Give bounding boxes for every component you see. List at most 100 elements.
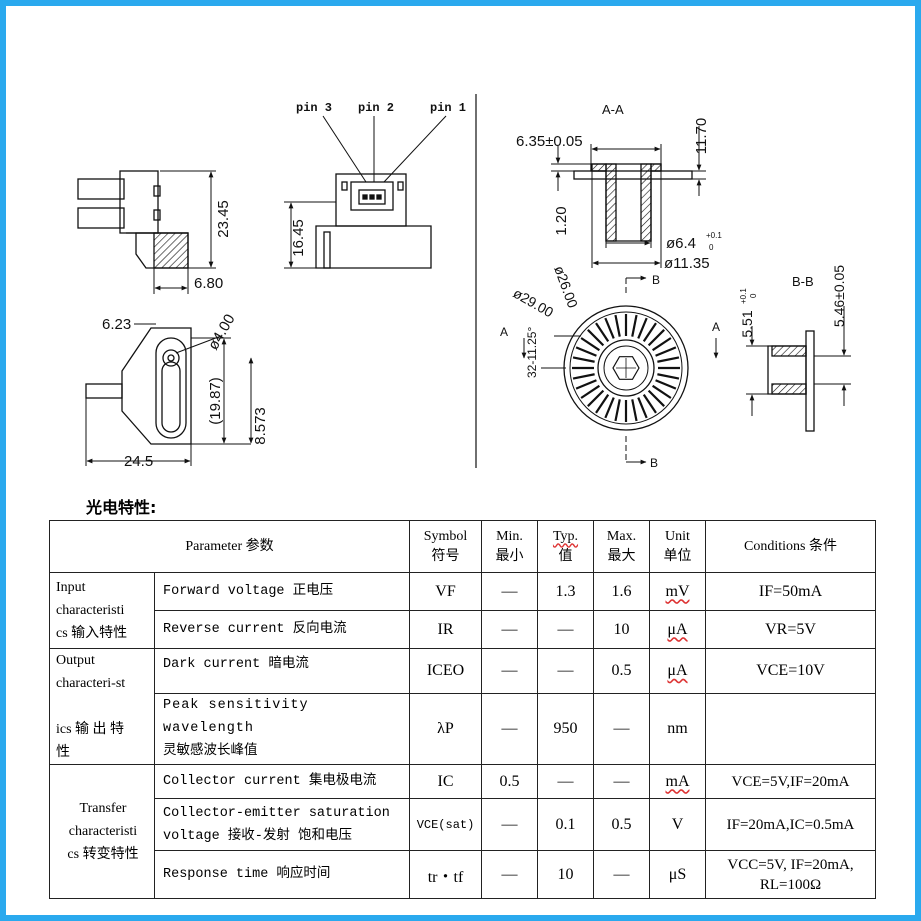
section-aa-dims: [551, 126, 706, 268]
encoder-slot: [572, 356, 595, 363]
section-bb-dims: [746, 306, 851, 416]
typ-cell: 0.1: [537, 798, 594, 851]
symbol-cell: tr・tf: [409, 850, 482, 899]
arrow-a-right: A: [712, 320, 720, 334]
table-row: Reverse current 反向电流 IR — — 10 μA VR=5V: [50, 610, 876, 649]
dim-5-46: 5.46±0.05: [831, 265, 847, 327]
min-cell: 0.5: [481, 764, 538, 799]
encoder-slot: [572, 373, 595, 380]
dim-tol-plus-bb: +0.1: [739, 288, 748, 304]
arrow-a-left: A: [500, 325, 508, 339]
dim-phi-4-00: ø4.00: [205, 311, 239, 353]
min-cell: —: [481, 610, 538, 649]
top-view: [85, 327, 192, 445]
dim-phi-6-4: ø6.4: [666, 235, 696, 252]
typ-cell: —: [537, 648, 594, 694]
encoder-slot: [580, 384, 601, 399]
typ-cell: 10: [537, 850, 594, 899]
dim-phi-29-00: ø29.00: [511, 285, 557, 321]
encoder-slot: [604, 317, 615, 339]
dim-tol-zero: 0: [709, 243, 714, 252]
typ-cell: —: [537, 764, 594, 799]
dim-23-45: 23.45: [215, 200, 232, 238]
encoder-slot: [657, 356, 680, 363]
pin-leaders: [322, 115, 447, 183]
dim-32-11-25: 32-11.25°: [525, 327, 539, 378]
param-cell: Dark current 暗电流: [154, 648, 410, 694]
symbol-cell: IR: [409, 610, 482, 649]
pin-3-label: pin 3: [296, 101, 332, 115]
mechanical-drawing: 23.45 6.80 pin 3 pin 2 pin 1 16.45: [77, 94, 851, 470]
cond-cell: VCE=10V: [705, 648, 876, 694]
dim-phi-11-35: ø11.35: [664, 255, 710, 272]
side-view: [77, 170, 189, 269]
unit-cell: mV: [649, 572, 706, 611]
unit-cell: nm: [649, 692, 706, 766]
symbol-cell: ICEO: [409, 648, 482, 694]
max-cell: —: [593, 692, 650, 766]
encoder-slot: [604, 397, 615, 419]
section-bb-view: [767, 330, 815, 432]
param-cell: Reverse current 反向电流: [154, 610, 410, 649]
dim-24-5: 24.5: [124, 453, 153, 470]
typ-cell: 950: [537, 692, 594, 766]
min-cell: —: [481, 648, 538, 694]
encoder-slot: [580, 337, 601, 352]
encoder-slot: [614, 314, 621, 337]
typ-cell: 1.3: [537, 572, 594, 611]
encoder-slot: [587, 329, 605, 347]
encoder-slot: [642, 322, 657, 343]
unit-cell: μA: [649, 610, 706, 649]
encoder-slot: [651, 384, 672, 399]
header-conditions: Conditions 条件: [705, 520, 876, 573]
side-view-dims: [153, 170, 216, 294]
cond-cell: VCE=5V,IF=20mA: [705, 764, 876, 799]
encoder-slot: [631, 314, 638, 337]
section-aa-label: A-A: [602, 102, 624, 117]
max-cell: —: [593, 850, 650, 899]
encoder-slot: [647, 389, 665, 407]
encoder-slot: [657, 373, 680, 380]
encoder-slot: [637, 317, 648, 339]
max-cell: 0.5: [593, 798, 650, 851]
dim-1-20: 1.20: [553, 206, 570, 235]
header-typ: Typ.值: [537, 520, 594, 573]
arrow-b-top: B: [652, 273, 660, 287]
encoder-slot: [595, 322, 610, 343]
cond-cell: IF=50mA: [705, 572, 876, 611]
symbol-cell: λP: [409, 692, 482, 766]
encoder-slot: [651, 337, 672, 352]
encoder-slot: [655, 346, 677, 357]
encoder-slot: [575, 346, 597, 357]
dim-6-23: 6.23: [102, 316, 131, 333]
dim-19-87: (19.87): [207, 377, 224, 425]
param-cell: Forward voltage 正电压: [154, 572, 410, 611]
dim-6-80: 6.80: [194, 275, 223, 292]
max-cell: 0.5: [593, 648, 650, 694]
unit-cell: V: [649, 798, 706, 851]
symbol-cell: VCE(sat): [409, 798, 482, 851]
max-cell: 1.6: [593, 572, 650, 611]
arrow-b-bottom: B: [650, 456, 658, 470]
section-bb-label: B-B: [792, 274, 814, 289]
symbol-cell: VF: [409, 572, 482, 611]
encoder-slot: [637, 397, 648, 419]
header-max: Max.最大: [593, 520, 650, 573]
cond-cell: IF=20mA,IC=0.5mA: [705, 798, 876, 851]
param-cell: Collector current 集电极电流: [154, 764, 410, 799]
dim-phi-26-00: ø26.00: [551, 264, 581, 311]
section-lines: [521, 275, 719, 465]
